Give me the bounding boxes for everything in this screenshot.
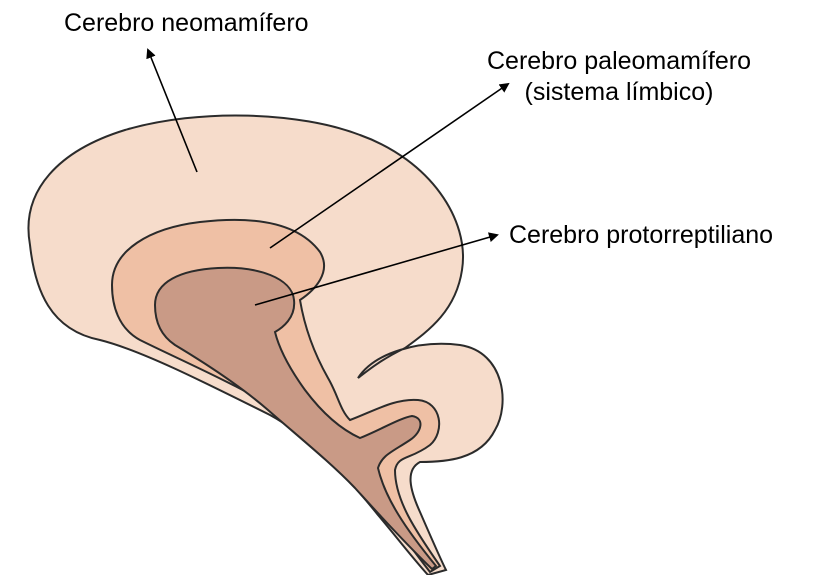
label-protoreptilian: Cerebro protorreptiliano [509, 220, 773, 251]
label-paleomammalian: Cerebro paleomamífero (sistema límbico) [487, 46, 751, 109]
label-paleomammalian-subtitle: (sistema límbico) [487, 77, 751, 108]
label-paleomammalian-title: Cerebro paleomamífero [487, 46, 751, 77]
label-neomammalian: Cerebro neomamífero [64, 8, 309, 39]
